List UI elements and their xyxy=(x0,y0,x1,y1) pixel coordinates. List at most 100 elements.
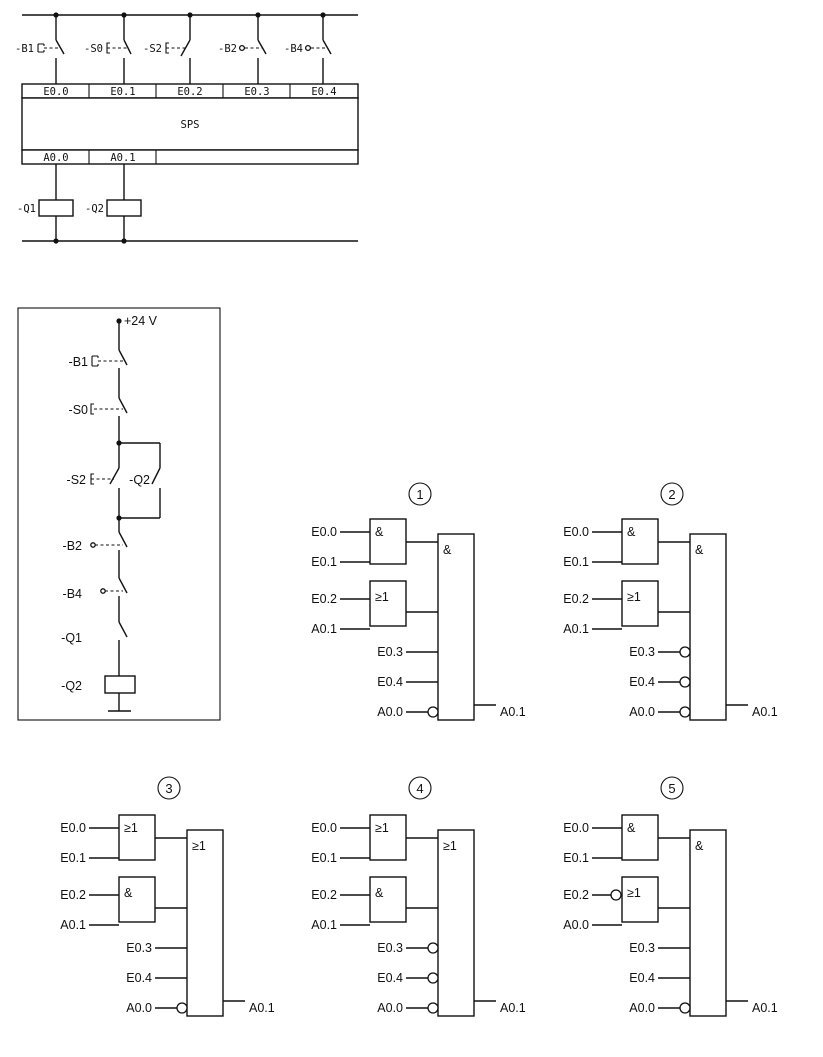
option-5: 5 & ≥1 & E0.0 E0.1 E0.2 A0.0 E0.3 E0.4 A… xyxy=(563,776,778,1017)
circuit-frame xyxy=(17,307,221,721)
output-device-label: -Q1 xyxy=(17,203,36,215)
input-label: A0.1 xyxy=(563,622,589,636)
option-3: 3 ≥1 & ≥1 E0.0 E0.1 E0.2 A0.1 E0.3 E0.4 … xyxy=(60,776,275,1017)
input-label: A0.1 xyxy=(311,918,337,932)
contact-label: -B1 xyxy=(69,355,89,369)
coil-label: -Q2 xyxy=(61,679,82,693)
option-4: 4 ≥1 & ≥1 E0.0 E0.1 E0.2 A0.1 E0.3 E0.4 … xyxy=(311,776,526,1017)
option-number: 2 xyxy=(668,487,675,502)
negation-circle xyxy=(176,1002,188,1014)
negation-circle xyxy=(427,942,439,954)
input-label: E0.0 xyxy=(563,821,589,835)
output-label: A0.1 xyxy=(249,1001,275,1015)
supply-label: +24 V xyxy=(124,314,158,328)
main-gate-symbol: & xyxy=(695,543,704,557)
limit-switch-icon xyxy=(91,355,99,367)
contact-label: -B2 xyxy=(63,539,83,553)
option-number-circle xyxy=(660,482,684,506)
negation-circle xyxy=(427,706,439,718)
input-label: E0.3 xyxy=(377,941,403,955)
option-number-circle xyxy=(408,776,432,800)
output-address-label: A0.0 xyxy=(43,152,68,164)
output-label: A0.1 xyxy=(500,705,526,719)
relay-coil-icon xyxy=(38,199,74,217)
input-label: E0.2 xyxy=(60,888,86,902)
option-2: 2 & ≥1 & E0.0 E0.1 E0.2 A0.1 E0.3 E0.4 A… xyxy=(563,482,778,721)
input-label: E0.1 xyxy=(311,851,337,865)
input-label: E0.4 xyxy=(377,675,403,689)
input-wire-b2: -B2 xyxy=(218,12,267,84)
input-wire-s2: -S2 xyxy=(143,12,193,84)
output-label: A0.1 xyxy=(752,705,778,719)
relay-coil-icon xyxy=(106,199,142,217)
negation-circle xyxy=(427,972,439,984)
output-address-strip xyxy=(21,149,359,165)
input-address-label: E0.1 xyxy=(110,86,135,98)
input-label: E0.0 xyxy=(311,821,337,835)
relay-circuit-diagram: +24 V -B1 -S0 -S2 -Q2 -B2 xyxy=(17,307,221,721)
input-label: A0.1 xyxy=(311,622,337,636)
gate1-symbol: & xyxy=(627,821,636,835)
input-address-label: E0.0 xyxy=(43,86,68,98)
input-device-label: -S0 xyxy=(84,43,103,55)
output-coil-q2: -Q2 xyxy=(85,164,142,244)
option-number: 3 xyxy=(165,781,172,796)
input-label: A0.1 xyxy=(60,918,86,932)
input-address-label: E0.3 xyxy=(244,86,269,98)
negation-circle xyxy=(679,1002,691,1014)
gate2-symbol: ≥1 xyxy=(627,590,641,604)
gate2-symbol: ≥1 xyxy=(627,886,641,900)
input-label: E0.2 xyxy=(563,592,589,606)
input-wire-b4: -B4 xyxy=(284,12,332,84)
input-label: E0.3 xyxy=(629,941,655,955)
relay-coil-icon xyxy=(104,675,136,694)
input-label: A0.0 xyxy=(377,705,403,719)
negation-circle xyxy=(427,1002,439,1014)
gate1-symbol: ≥1 xyxy=(124,821,138,835)
float-switch-icon xyxy=(238,44,246,52)
option-number-circle xyxy=(660,776,684,800)
input-label: E0.0 xyxy=(311,525,337,539)
option-number: 1 xyxy=(416,487,423,502)
input-address-label: E0.4 xyxy=(311,86,336,98)
input-label: E0.2 xyxy=(311,888,337,902)
input-label: E0.0 xyxy=(60,821,86,835)
option-number: 4 xyxy=(416,781,423,796)
input-label: E0.4 xyxy=(629,971,655,985)
output-coil-q1: -Q1 xyxy=(17,164,74,244)
input-label: E0.1 xyxy=(563,851,589,865)
negation-circle xyxy=(679,706,691,718)
negation-circle xyxy=(679,676,691,688)
input-device-label: -S2 xyxy=(143,43,162,55)
option-number: 5 xyxy=(668,781,675,796)
main-gate-symbol: & xyxy=(695,839,704,853)
contact-label: -S2 xyxy=(67,473,87,487)
input-label: A0.0 xyxy=(629,1001,655,1015)
option-number-circle xyxy=(157,776,181,800)
input-label: E0.0 xyxy=(563,525,589,539)
input-device-label: -B1 xyxy=(15,43,34,55)
input-wire-b1: -B1 xyxy=(15,12,65,84)
input-device-label: -B4 xyxy=(284,43,303,55)
gate2-symbol: & xyxy=(124,886,133,900)
input-label: A0.0 xyxy=(126,1001,152,1015)
holding-contact-label: -Q2 xyxy=(129,473,150,487)
gate2-symbol: & xyxy=(375,886,384,900)
main-gate-symbol: ≥1 xyxy=(192,839,206,853)
input-label: E0.1 xyxy=(563,555,589,569)
option-number-circle xyxy=(408,482,432,506)
input-label: E0.2 xyxy=(563,888,589,902)
input-label: E0.1 xyxy=(60,851,86,865)
contact-label: -Q1 xyxy=(61,631,82,645)
input-label: E0.3 xyxy=(377,645,403,659)
contact-label: -S0 xyxy=(69,403,89,417)
input-label: E0.3 xyxy=(126,941,152,955)
input-label: A0.0 xyxy=(629,705,655,719)
input-label: E0.1 xyxy=(311,555,337,569)
output-device-label: -Q2 xyxy=(85,203,104,215)
input-wire-s0: -S0 xyxy=(84,12,132,84)
input-label: E0.4 xyxy=(629,675,655,689)
main-gate-symbol: & xyxy=(443,543,452,557)
output-address-label: A0.1 xyxy=(110,152,135,164)
